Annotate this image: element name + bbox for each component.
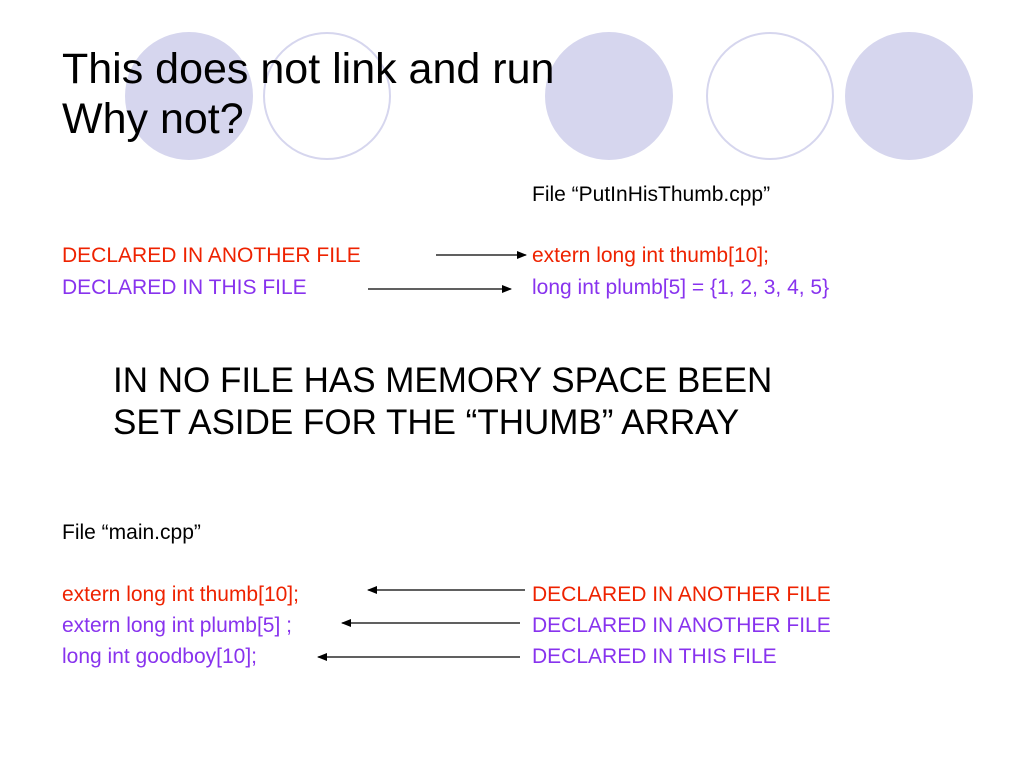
file1-row1-code: extern long int thumb[10]; [532,244,769,267]
decorative-circle-2 [263,32,391,160]
file1-row1-label: DECLARED IN ANOTHER FILE [62,244,361,267]
file1-row2-label: DECLARED IN THIS FILE [62,276,307,299]
file2-row2-code: extern long int plumb[5] ; [62,614,292,637]
file2-row3-code: long int goodboy[10]; [62,645,257,668]
title-line-1: This does not link and run [62,45,555,93]
file2-heading: File “main.cpp” [62,521,201,544]
file2-row3-label: DECLARED IN THIS FILE [532,645,777,668]
memory-message: IN NO FILE HAS MEMORY SPACE BEEN SET ASI… [113,360,772,444]
message-line-1: IN NO FILE HAS MEMORY SPACE BEEN [113,361,773,400]
file2-row1-label: DECLARED IN ANOTHER FILE [532,583,831,606]
file1-heading: File “PutInHisThumb.cpp” [532,183,771,206]
file2-row1-code: extern long int thumb[10]; [62,583,299,606]
decorative-circle-5 [845,32,973,160]
decorative-circle-4 [706,32,834,160]
message-line-2: SET ASIDE FOR THE “THUMB” ARRAY [113,403,740,442]
slide-title: This does not link and run Why not? [62,44,554,144]
decorative-circle-1 [125,32,253,160]
file1-row2-code: long int plumb[5] = {1, 2, 3, 4, 5} [532,276,830,299]
decorative-circle-3 [545,32,673,160]
file2-row2-label: DECLARED IN ANOTHER FILE [532,614,831,637]
title-line-2: Why not? [62,95,244,143]
